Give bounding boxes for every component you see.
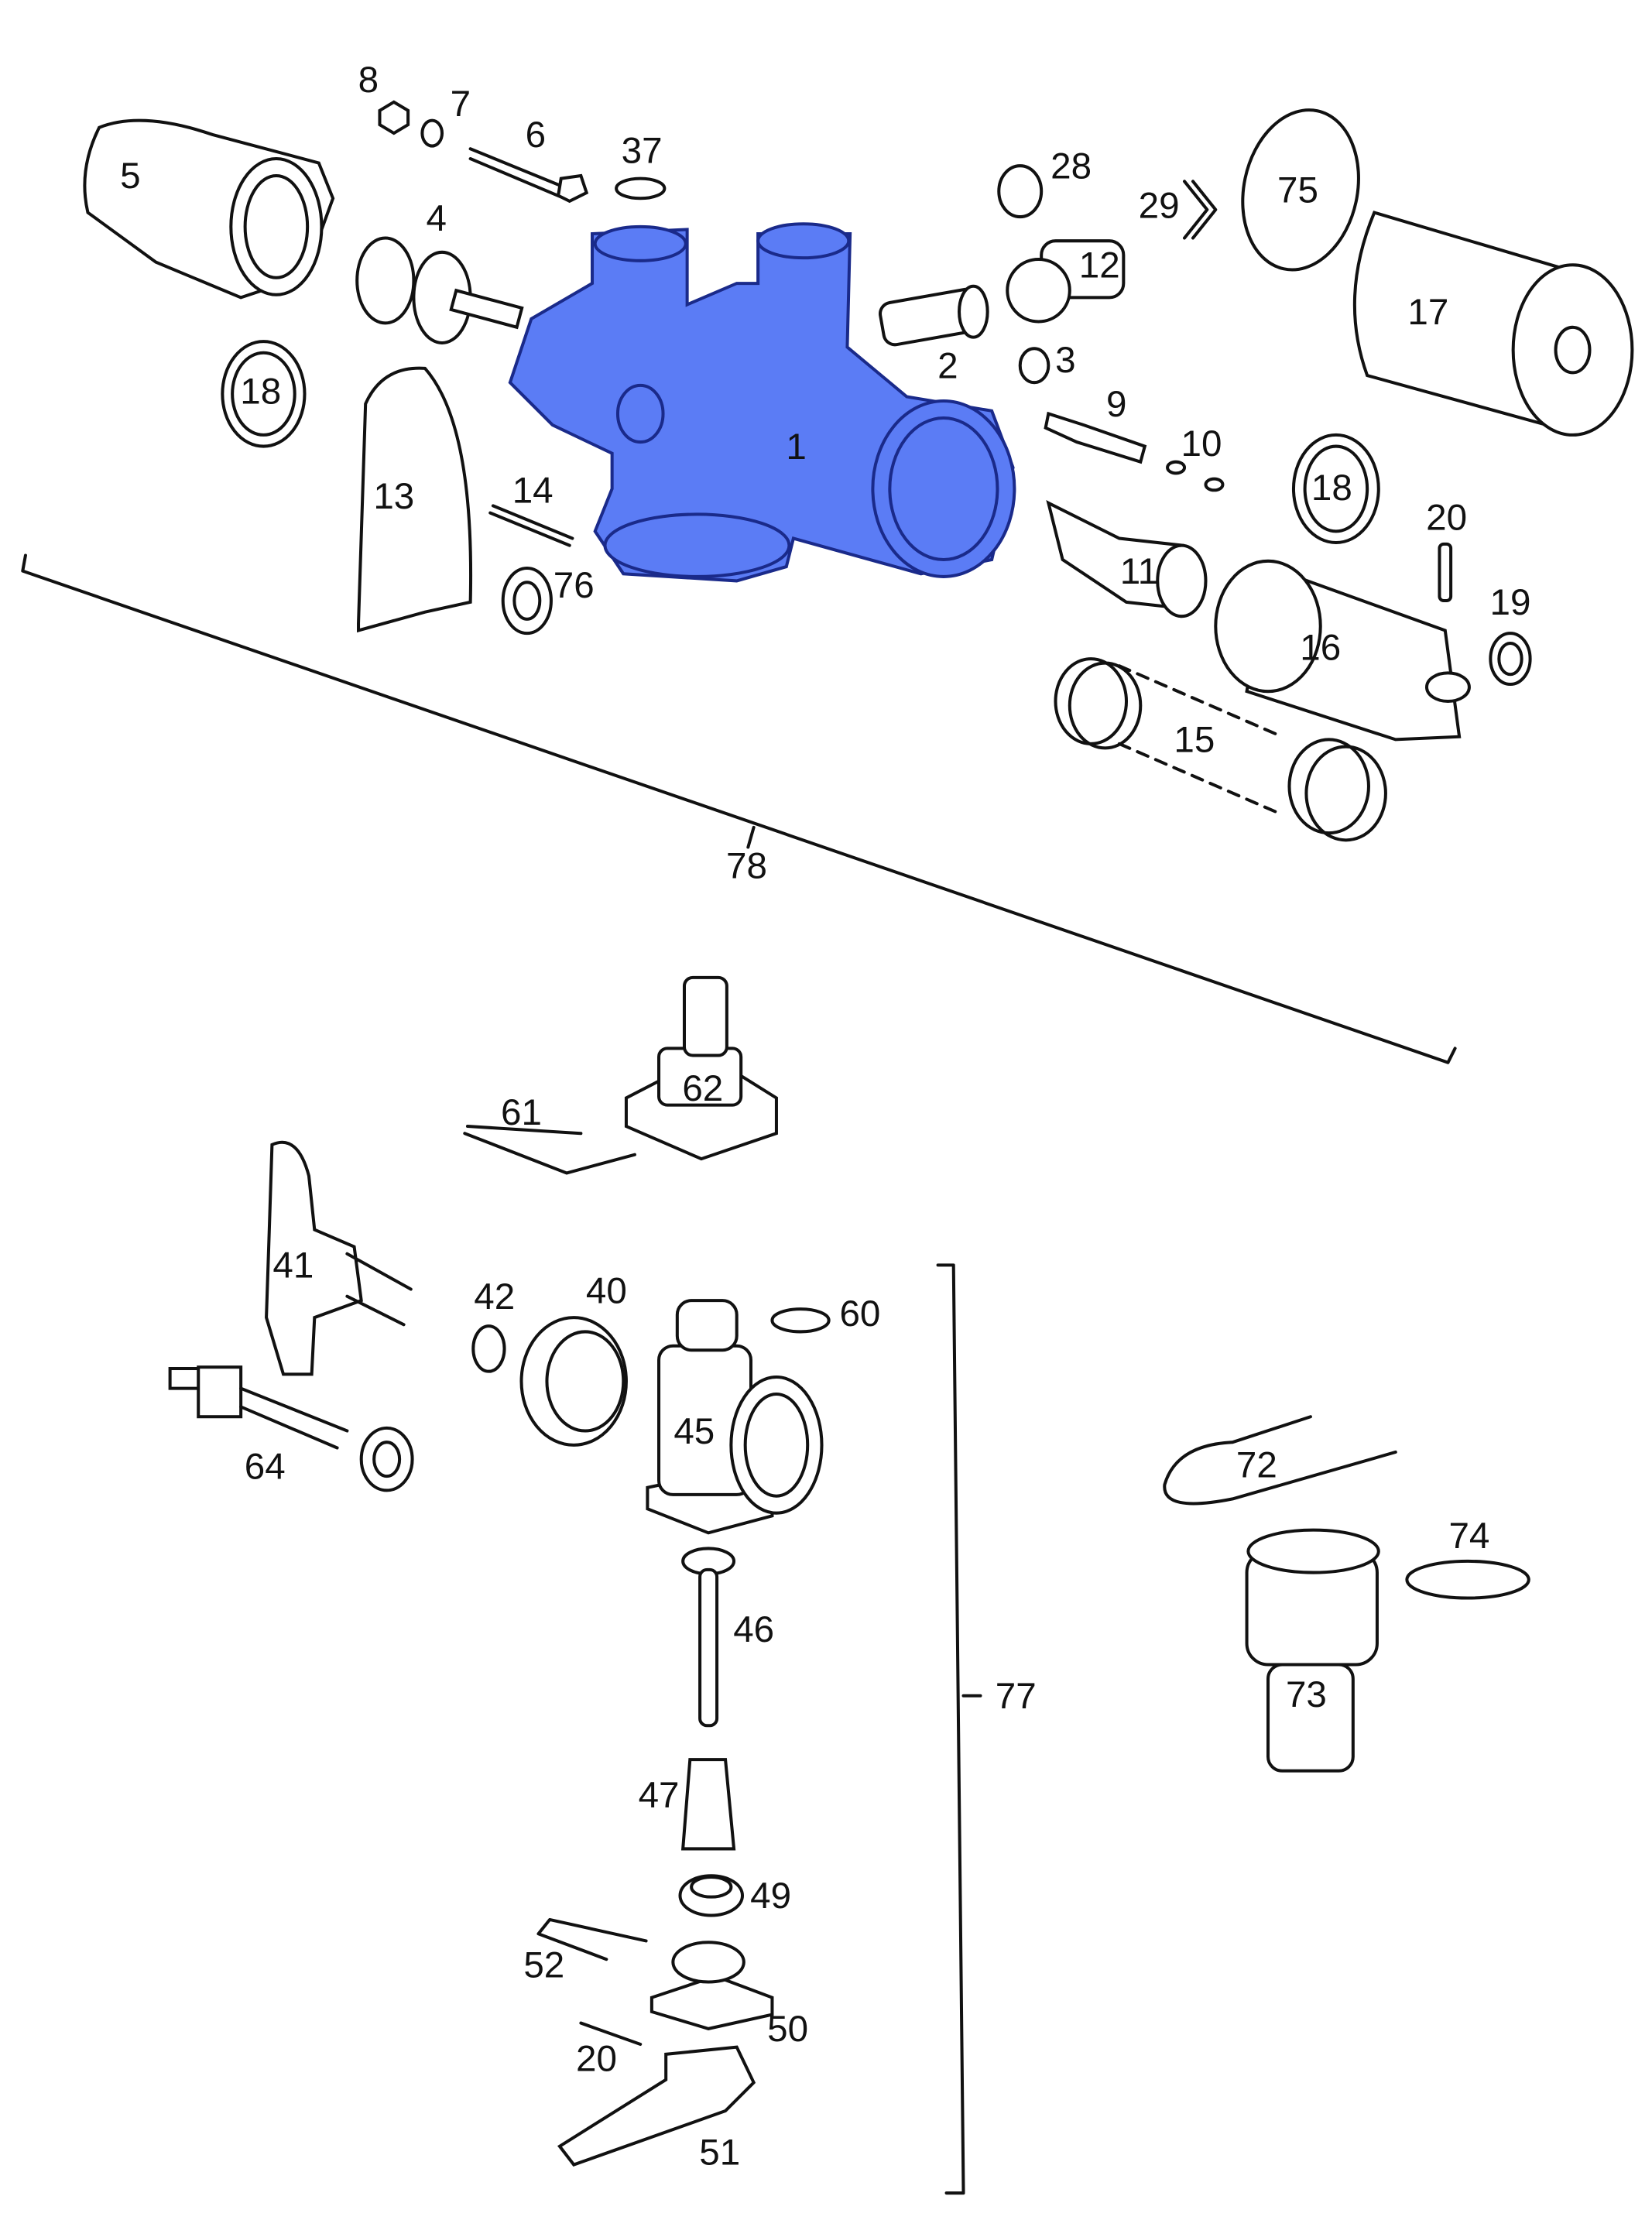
part-label: 76 <box>554 565 595 606</box>
part-label: 8 <box>358 60 379 101</box>
part-1-main-body[interactable] <box>508 222 1016 583</box>
part-16-cylinder[interactable] <box>1214 559 1471 742</box>
part-64-bolt[interactable] <box>168 1365 349 1450</box>
part-3-washer[interactable] <box>1018 347 1050 385</box>
part-29-clip[interactable] <box>1183 180 1218 240</box>
assembly-78-bracket <box>21 553 1457 1064</box>
part-17-filter[interactable] <box>1352 211 1634 437</box>
part-label: 50 <box>767 2009 808 2050</box>
part-41-wing-knob[interactable] <box>265 1140 413 1376</box>
part-19-washer[interactable] <box>1489 632 1532 687</box>
part-49-seal[interactable] <box>678 1874 745 1917</box>
part-label: 2 <box>937 345 958 386</box>
part-label: 1 <box>786 427 806 468</box>
part-12-plug[interactable] <box>1006 239 1126 324</box>
part-64-washer[interactable] <box>359 1426 414 1492</box>
part-label: 41 <box>272 1245 314 1286</box>
part-label: 75 <box>1277 170 1318 211</box>
part-label: 46 <box>733 1609 774 1650</box>
part-11-valve[interactable] <box>1046 500 1208 618</box>
part-72-clip[interactable] <box>1163 1415 1397 1506</box>
part-label: 11 <box>1120 551 1158 592</box>
part-label: 15 <box>1174 720 1215 761</box>
part-label: 73 <box>1286 1674 1327 1715</box>
part-60-ring[interactable] <box>770 1307 831 1334</box>
part-14-pin[interactable] <box>488 504 574 547</box>
part-label: 62 <box>682 1068 723 1109</box>
part-label: 4 <box>426 198 446 239</box>
part-label: 18 <box>240 371 281 412</box>
part-52-clip[interactable] <box>536 1917 648 1961</box>
part-76-washer[interactable] <box>501 566 553 636</box>
part-label: 18 <box>1311 468 1352 509</box>
part-label: 14 <box>512 471 554 512</box>
part-5-housing[interactable] <box>83 118 335 300</box>
part-18-gasket-left[interactable] <box>221 340 307 448</box>
part-73-connector[interactable] <box>1245 1528 1380 1773</box>
part-9-pin[interactable] <box>1044 411 1147 464</box>
part-47-sleeve[interactable] <box>680 1758 736 1851</box>
part-label: 77 <box>996 1676 1037 1717</box>
part-label: 40 <box>586 1271 627 1312</box>
part-15-springs[interactable] <box>1054 657 1387 842</box>
part-label: 64 <box>245 1447 286 1488</box>
part-20-pin-bottom[interactable] <box>579 2021 643 2047</box>
part-label: 5 <box>120 156 140 197</box>
part-28-ring[interactable] <box>997 164 1044 219</box>
part-label: 28 <box>1050 146 1092 187</box>
part-label: 12 <box>1079 245 1120 286</box>
part-label: 17 <box>1407 292 1448 333</box>
part-42-washer[interactable] <box>471 1324 506 1373</box>
part-label: 7 <box>451 84 471 125</box>
part-37-ring[interactable] <box>615 176 667 200</box>
part-label: 72 <box>1236 1445 1277 1486</box>
part-label: 42 <box>474 1276 515 1317</box>
part-label: 45 <box>673 1411 715 1452</box>
part-10-spring[interactable] <box>1166 460 1225 492</box>
part-46-pin[interactable] <box>681 1547 736 1728</box>
part-61-pin[interactable] <box>463 1125 636 1175</box>
part-18-gasket-right[interactable] <box>1291 433 1380 545</box>
part-label: 6 <box>526 115 546 156</box>
part-50-holder[interactable] <box>649 1941 774 2030</box>
part-6-bolt[interactable] <box>468 147 589 204</box>
part-74-ring[interactable] <box>1405 1559 1530 1600</box>
part-label: 74 <box>1448 1516 1489 1557</box>
part-label: 61 <box>501 1092 542 1133</box>
part-label: 9 <box>1106 384 1126 425</box>
part-51-lever[interactable] <box>557 2045 756 2167</box>
part-label: 51 <box>699 2132 740 2173</box>
part-label: 47 <box>639 1775 680 1816</box>
part-label: 49 <box>750 1876 791 1917</box>
part-label: 20 <box>1426 497 1467 538</box>
part-20-pin-top[interactable] <box>1438 542 1453 603</box>
part-label: 29 <box>1139 186 1180 227</box>
part-75-ring[interactable] <box>1229 99 1373 281</box>
part-7-washer[interactable] <box>420 118 444 148</box>
part-label: 16 <box>1300 628 1341 669</box>
part-62-fitting[interactable] <box>624 975 778 1161</box>
part-label: 20 <box>576 2039 617 2080</box>
part-8-nut[interactable] <box>378 100 410 135</box>
part-label: 19 <box>1490 582 1531 623</box>
part-label: 78 <box>726 846 767 887</box>
part-label: 37 <box>622 130 663 171</box>
part-label: 60 <box>839 1293 880 1334</box>
part-label: 3 <box>1055 340 1075 381</box>
assembly-77-bracket <box>936 1263 982 2195</box>
part-13-cover[interactable] <box>357 366 473 633</box>
part-2-shaft[interactable] <box>879 284 989 347</box>
part-label: 52 <box>523 1945 564 1986</box>
part-45-valve-body[interactable] <box>646 1299 824 1535</box>
part-label: 10 <box>1181 423 1222 464</box>
part-40-cup[interactable] <box>519 1316 628 1447</box>
part-label: 13 <box>373 476 414 517</box>
part-4-valve[interactable] <box>355 236 524 344</box>
